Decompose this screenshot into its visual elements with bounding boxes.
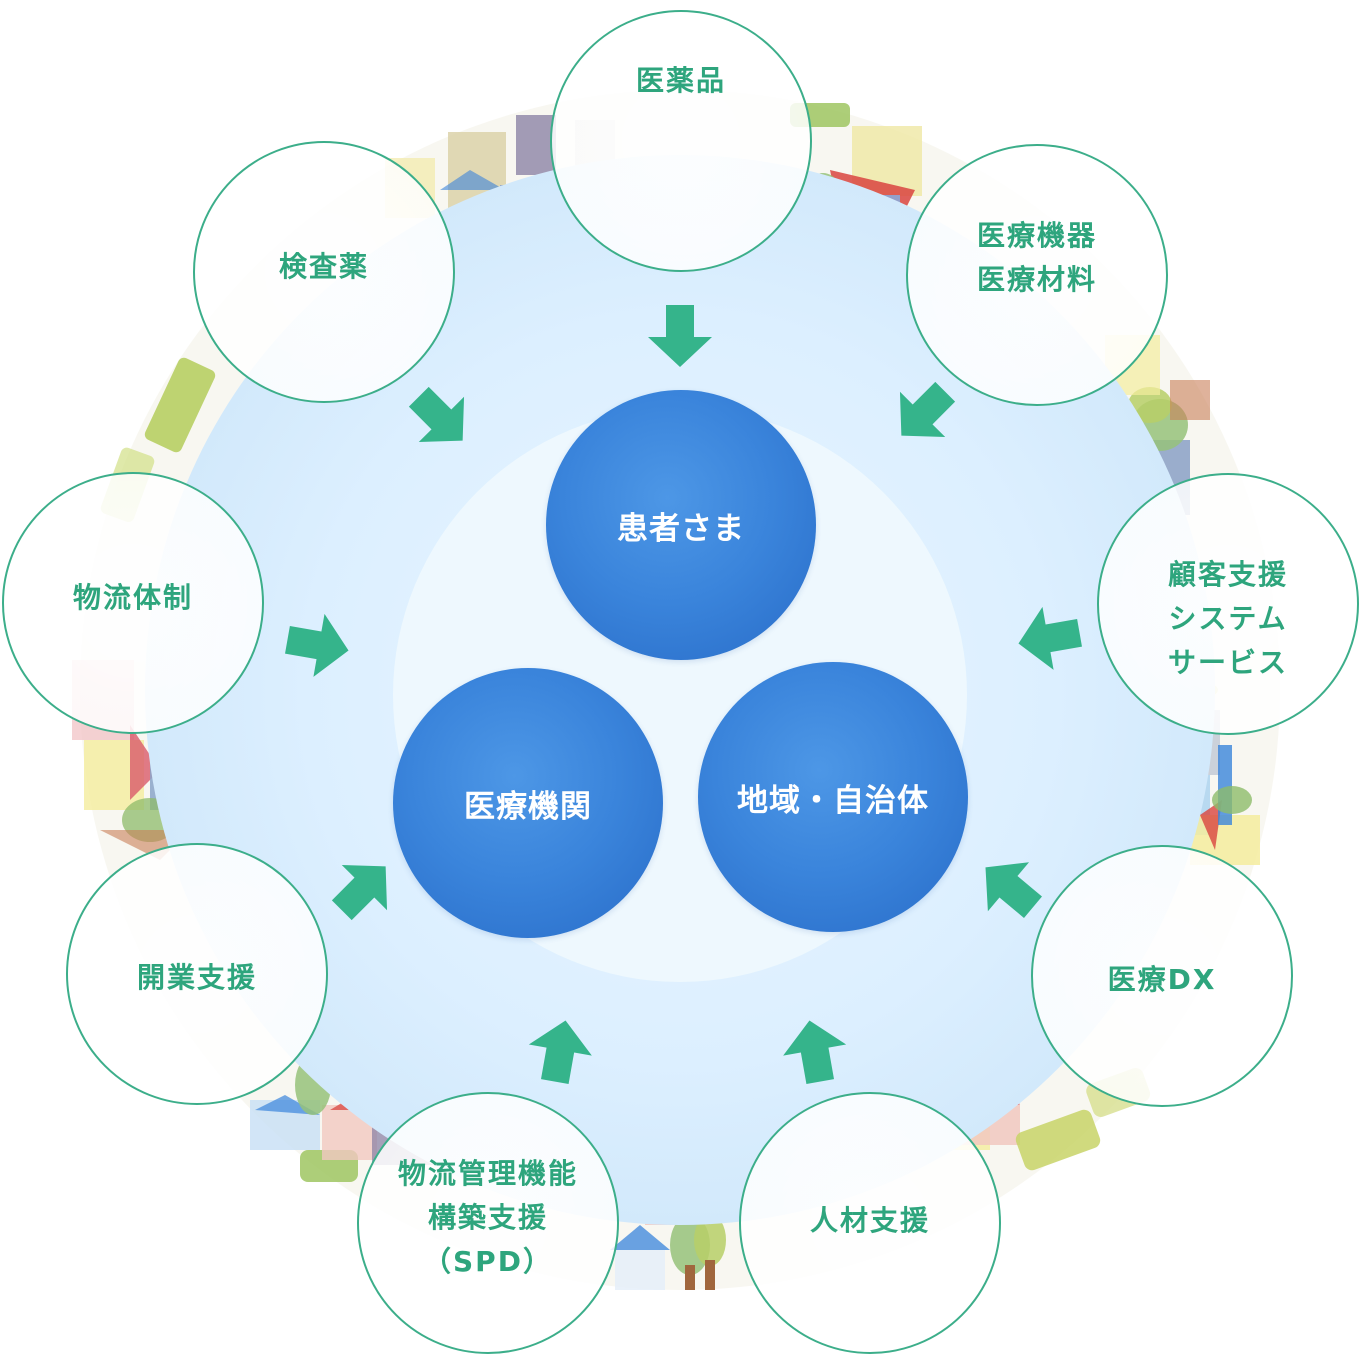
service-logistics-label: 物流体制	[72, 581, 193, 614]
service-medical-devices[interactable]: 医療機器 医療材料	[906, 144, 1168, 406]
core-region: 地域・自治体	[698, 662, 968, 932]
service-clinic-startup[interactable]: 開業支援	[66, 843, 328, 1105]
core-patient-label: 患者さま	[617, 510, 745, 547]
arrow-devices	[899, 381, 956, 438]
service-spd-support-label: 物流管理機能 構築支援 （SPD）	[397, 1157, 578, 1278]
core-hospital-label: 医療機関	[464, 788, 592, 825]
arrow-test-drug	[408, 386, 465, 443]
arrow-spd	[528, 1020, 592, 1084]
core-region-label: 地域・自治体	[737, 782, 929, 819]
service-clinic-startup-label: 開業支援	[136, 961, 257, 994]
arrow-startup	[331, 864, 388, 921]
service-medical-dx-label: 医療DX	[1107, 963, 1217, 996]
arrow-pharma	[648, 305, 712, 367]
service-pharmaceuticals-label: 医薬品	[635, 64, 726, 97]
service-pharmaceuticals[interactable]: 医薬品	[550, 10, 812, 272]
service-hr-support-label: 人材支援	[809, 1203, 930, 1237]
service-hr-support[interactable]: 人材支援	[739, 1092, 1001, 1354]
service-customer-support-system[interactable]: 顧客支援 システム サービス	[1097, 473, 1359, 735]
service-logistics[interactable]: 物流体制	[2, 472, 264, 734]
arrow-crm	[1018, 606, 1082, 670]
service-test-reagents[interactable]: 検査薬	[193, 141, 455, 403]
core-hospital: 医療機関	[393, 668, 663, 938]
core-hospital-circle	[393, 668, 663, 938]
core-region-circle	[698, 662, 968, 932]
service-medical-dx[interactable]: 医療DX	[1031, 845, 1293, 1107]
core-patient: 患者さま	[546, 390, 816, 660]
core-patient-circle	[546, 390, 816, 660]
service-medical-devices-label: 医療機器 医療材料	[976, 219, 1097, 296]
service-test-reagents-label: 検査薬	[278, 250, 369, 283]
arrow-logistics	[285, 613, 349, 677]
arrow-hr	[783, 1020, 847, 1084]
service-spd-support[interactable]: 物流管理機能 構築支援 （SPD）	[357, 1092, 619, 1354]
arrow-dx	[985, 862, 1042, 919]
service-customer-support-system-label: 顧客支援 システム サービス	[1167, 558, 1288, 679]
